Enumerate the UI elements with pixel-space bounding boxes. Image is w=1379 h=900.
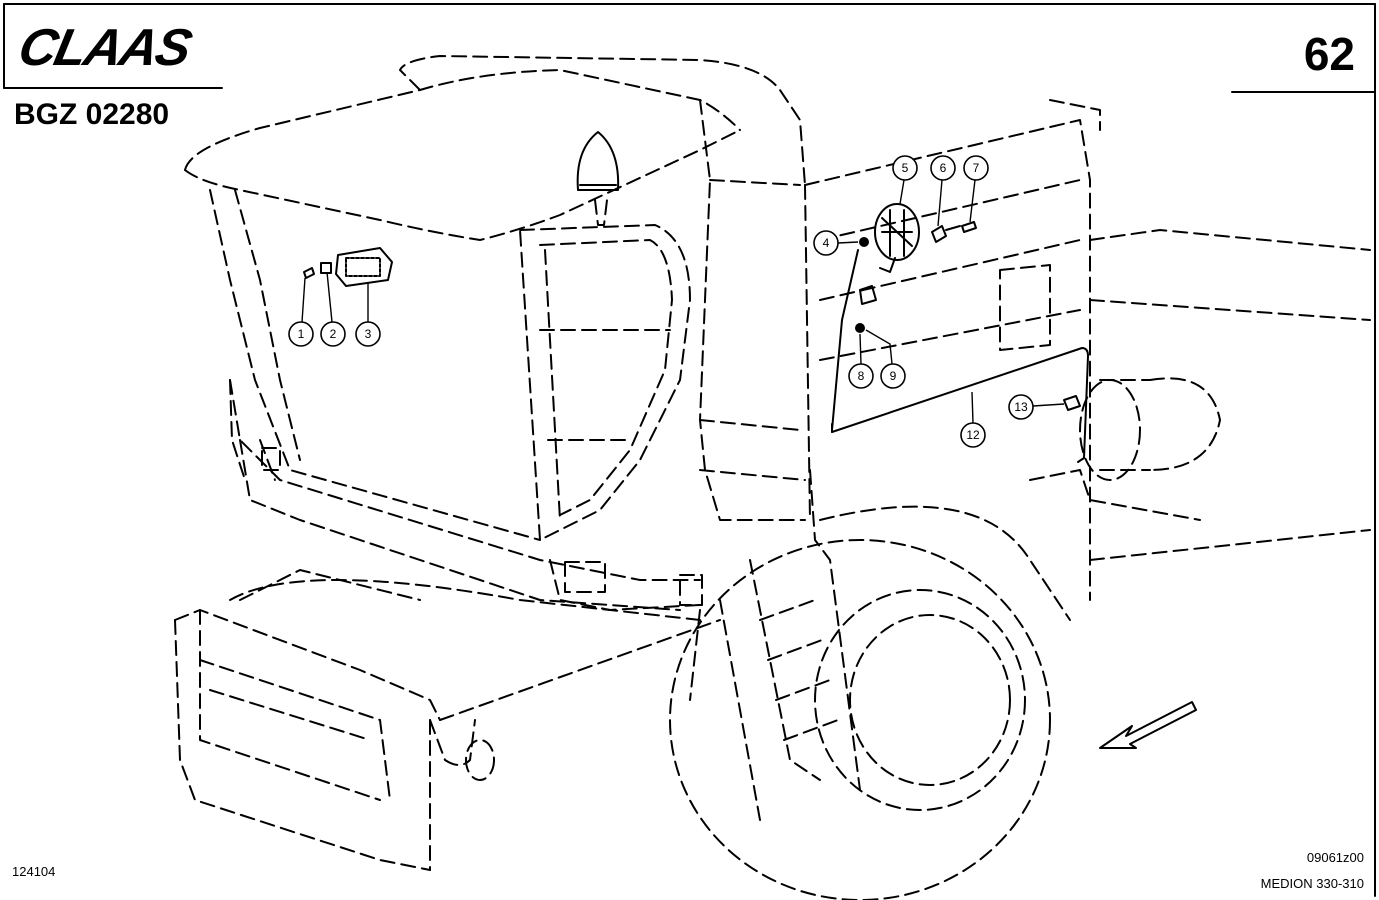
svg-text:1: 1 [298, 327, 305, 341]
svg-text:2: 2 [330, 327, 337, 341]
svg-text:4: 4 [823, 236, 830, 250]
callout-1: 1 [288, 277, 314, 347]
callout-3: 3 [355, 282, 381, 347]
svg-text:8: 8 [858, 369, 865, 383]
svg-text:7: 7 [973, 161, 980, 175]
header-frame [3, 3, 1376, 897]
page-number: 62 [1304, 28, 1355, 80]
svg-text:6: 6 [940, 161, 947, 175]
svg-text:9: 9 [890, 369, 897, 383]
footer-right-code: 09061z00 [1307, 850, 1364, 865]
callout-5: 5 [892, 155, 918, 205]
combine-harvester-drawing [174, 55, 1371, 900]
callout-9: 9 [865, 329, 906, 389]
direction-arrow-icon [1099, 701, 1197, 749]
part-details [303, 131, 1197, 749]
callout-12: 12 [960, 391, 986, 448]
drawing-code: BGZ 02280 [14, 98, 169, 131]
svg-text:12: 12 [966, 428, 980, 442]
svg-text:3: 3 [365, 327, 372, 341]
svg-text:5: 5 [902, 161, 909, 175]
callout-13: 13 [1008, 394, 1065, 420]
svg-text:CLAAS: CLAAS [14, 19, 197, 77]
callout-4: 4 [813, 230, 859, 256]
callout-6: 6 [930, 155, 956, 227]
footer-model: MEDION 330-310 [1261, 876, 1364, 891]
claas-logo: CLAAS [14, 19, 197, 77]
callout-8: 8 [848, 333, 874, 389]
callout-7: 7 [963, 155, 989, 223]
footer-left-code: 124104 [12, 864, 55, 879]
svg-text:13: 13 [1014, 400, 1028, 414]
callout-2: 2 [320, 271, 346, 347]
